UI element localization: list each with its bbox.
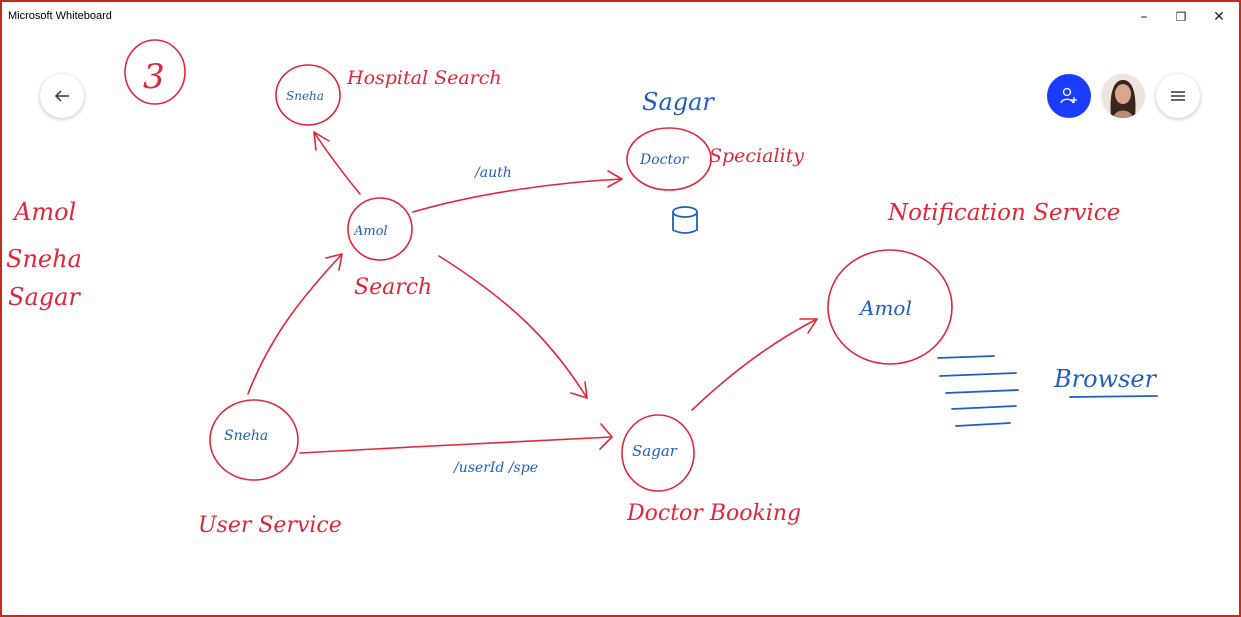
menu-button[interactable] — [1156, 74, 1200, 118]
arrow-left-icon — [54, 90, 69, 102]
doctor-booking-node — [621, 414, 695, 492]
page-number: 3 — [143, 57, 165, 97]
search-node-label: Amol — [353, 224, 388, 239]
user-service-caption: User Service — [198, 513, 342, 538]
user-avatar-image — [1101, 74, 1145, 118]
browser-underline — [1069, 395, 1158, 398]
search-node — [347, 197, 413, 261]
doctor-owner-label: Sagar — [642, 88, 715, 116]
database-icon — [672, 206, 698, 218]
doctor-speciality-caption: Speciality — [709, 145, 804, 167]
doctor-booking-caption: Doctor Booking — [626, 501, 801, 526]
invite-button[interactable] — [1047, 74, 1091, 118]
user-service-node — [209, 399, 299, 481]
edge-label-user-spe: /userId /spe — [452, 460, 538, 476]
avatar[interactable] — [1101, 74, 1145, 118]
doctor-speciality-node — [626, 127, 712, 191]
hamburger-menu-icon — [1171, 91, 1185, 101]
hospital-search-caption: Hospital Search — [346, 67, 502, 89]
browser-lines — [937, 355, 995, 359]
roster-name-3: Sagar — [8, 283, 81, 311]
doctor-node-label: Doctor — [639, 152, 690, 168]
back-button[interactable] — [40, 74, 84, 118]
add-person-icon — [1060, 87, 1077, 104]
edge-label-auth: /auth — [473, 165, 512, 181]
window-title: Microsoft Whiteboard — [8, 10, 112, 22]
roster-name-2: Sneha — [6, 245, 82, 273]
user-node-label: Sneha — [224, 428, 268, 444]
arrow-search-to-hospital — [313, 131, 361, 195]
minimize-button[interactable]: – — [1140, 9, 1148, 25]
hospital-search-node — [275, 64, 341, 126]
title-bar: Microsoft Whiteboard – ❐ ✕ — [2, 2, 1239, 32]
canvas[interactable]: 3 Amol Sneha Sagar Hospital Search Speci… — [2, 32, 1239, 615]
hospital-node-label: Sneha — [286, 89, 324, 103]
page-number-circle — [124, 39, 186, 105]
close-button[interactable]: ✕ — [1213, 9, 1225, 25]
arrow-user-to-search — [247, 253, 343, 395]
booking-node-label: Sagar — [632, 442, 678, 460]
notification-service-node — [827, 249, 953, 365]
arrow-user-to-booking — [299, 436, 613, 454]
notification-caption: Notification Service — [887, 200, 1120, 226]
restore-button[interactable]: ❐ — [1175, 10, 1187, 24]
arrow-search-to-doctor — [412, 178, 623, 213]
arrow-booking-to-notification — [691, 318, 818, 411]
notification-node-label: Amol — [858, 296, 912, 320]
browser-label: Browser — [1053, 365, 1158, 393]
search-caption: Search — [354, 275, 432, 300]
arrow-search-to-booking — [438, 255, 588, 399]
ink-layer: 3 Amol Sneha Sagar Hospital Search Speci… — [6, 39, 1158, 538]
roster-name-1: Amol — [12, 198, 76, 226]
